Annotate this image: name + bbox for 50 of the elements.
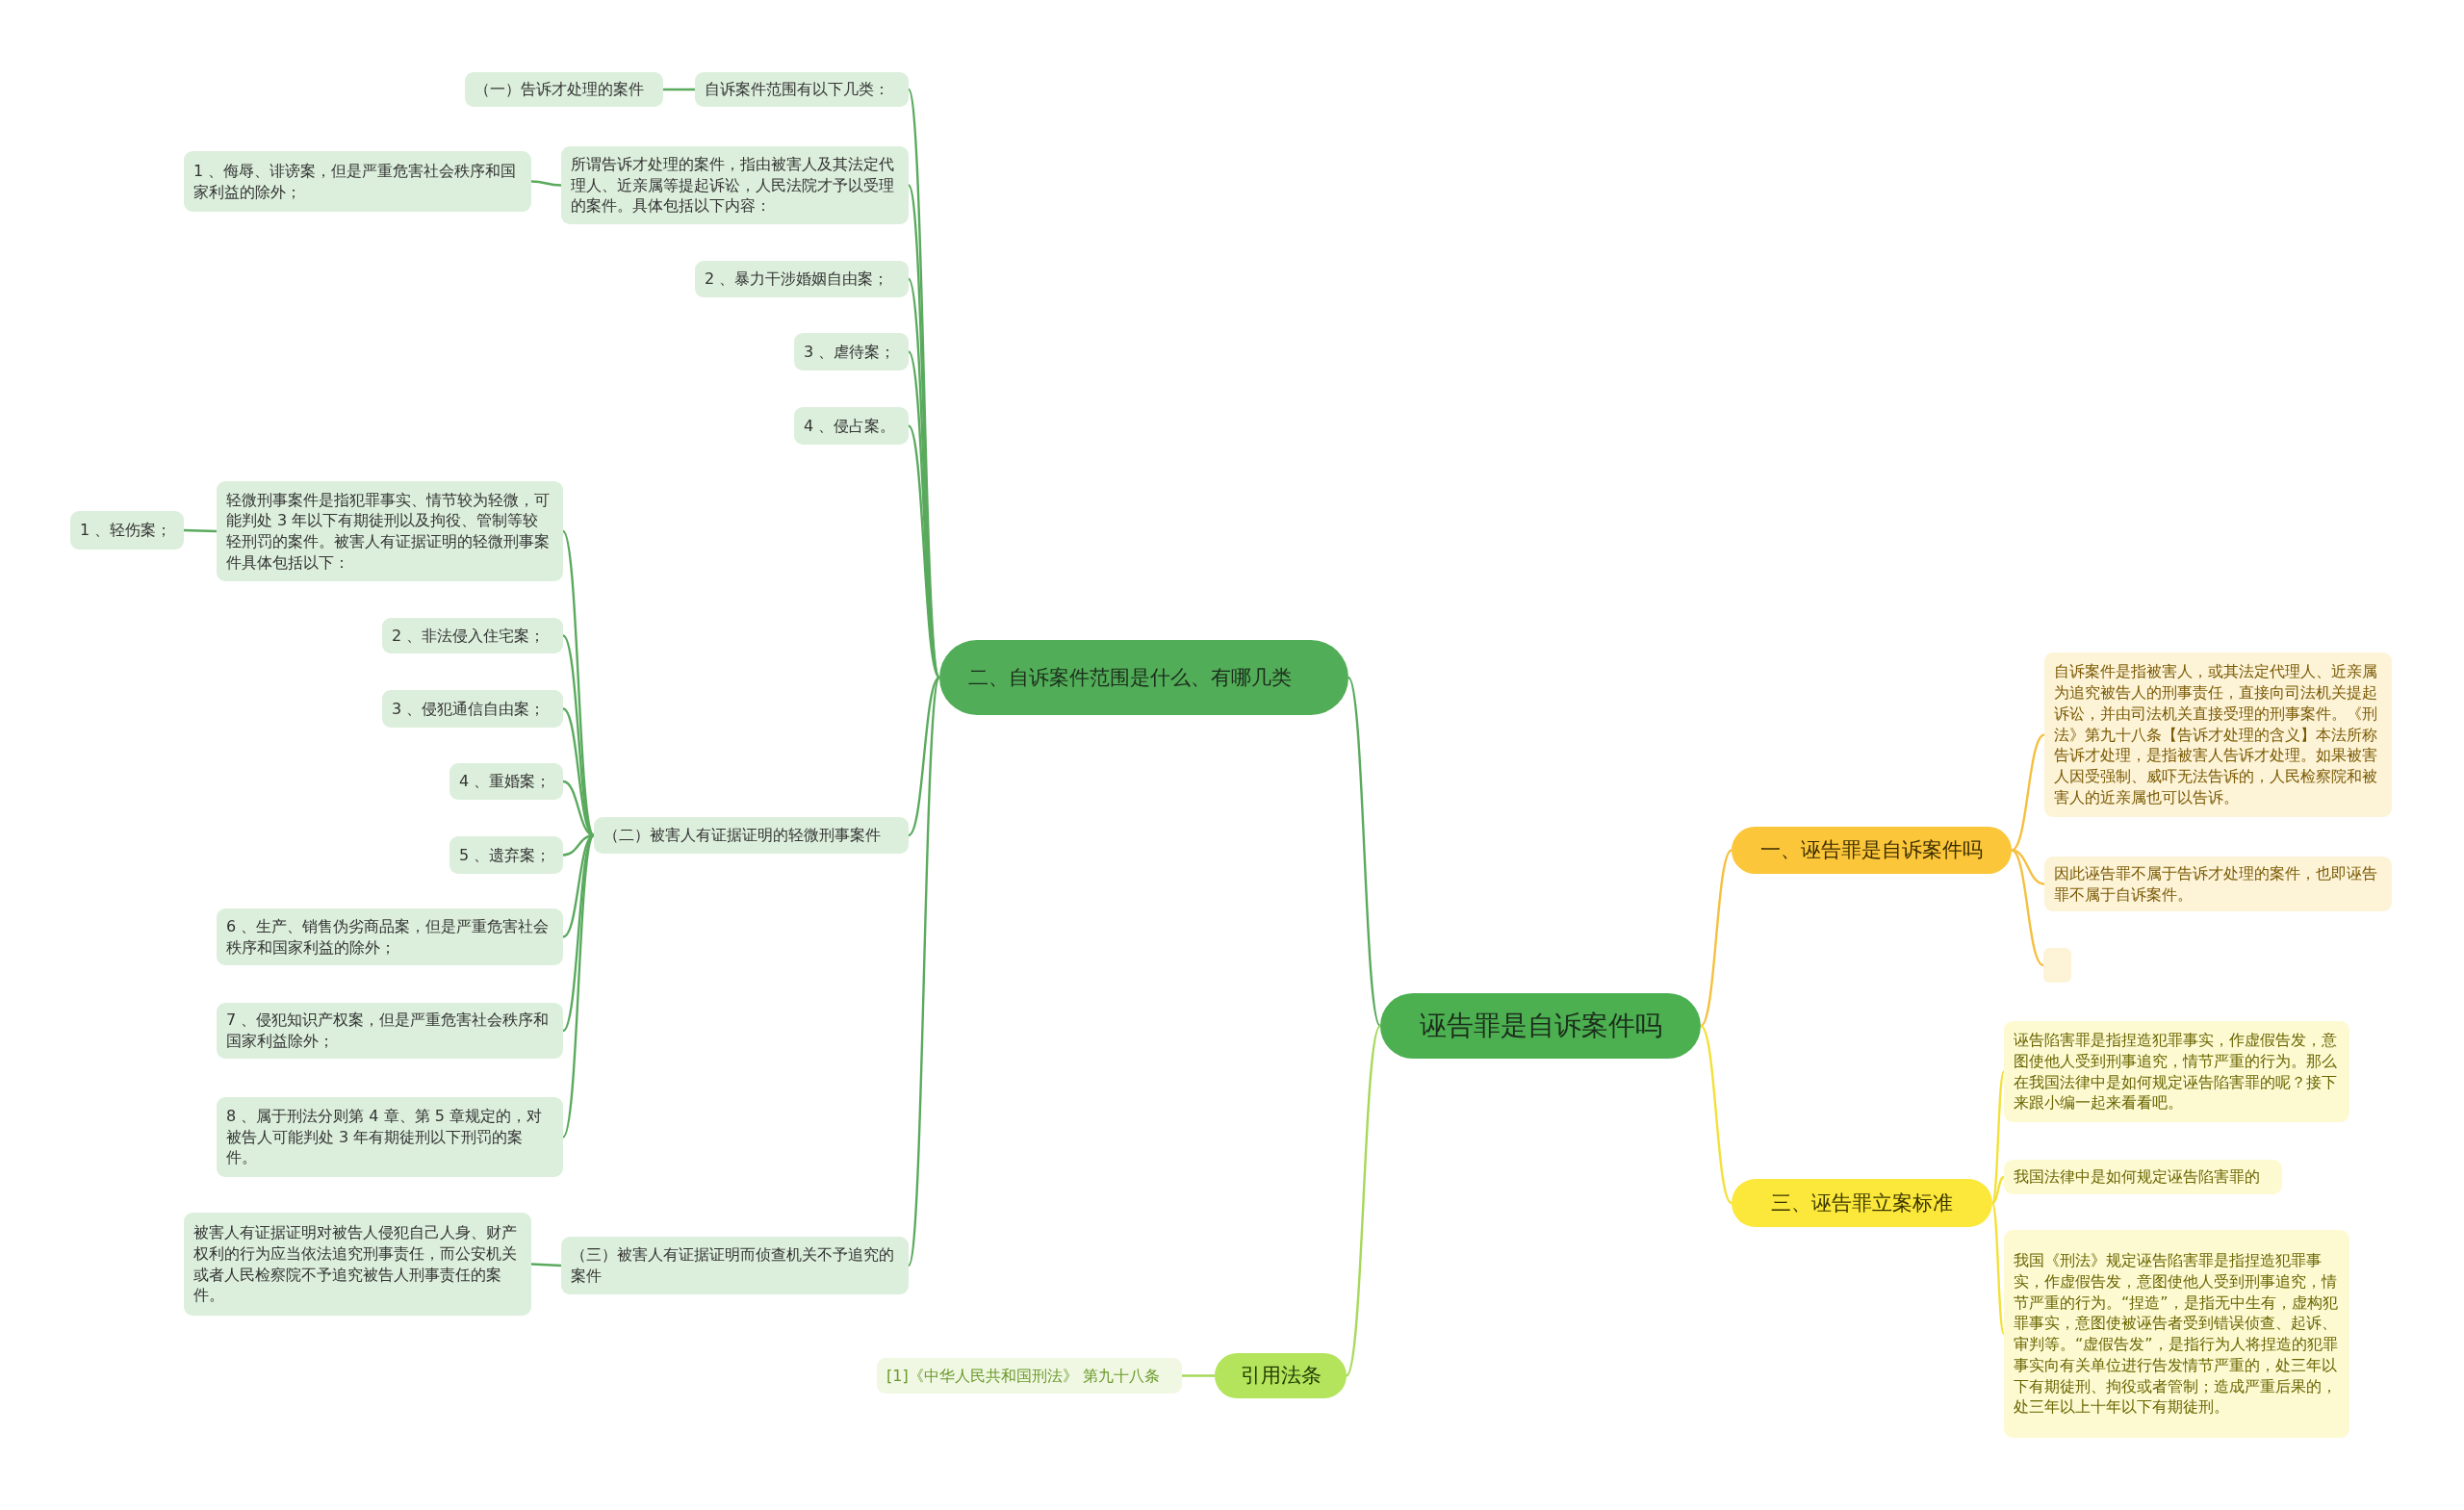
- note-box: 我国法律中是如何规定诬告陷害罪的: [2004, 1160, 2282, 1194]
- connector-line: [1991, 1176, 2005, 1204]
- note-box: 诬告陷害罪是指捏造犯罪事实，作虚假告发，意图使他人受到刑事追究，情节严重的行为。那么在我国法律中是如何规定诬告陷害罪的呢？接下来跟小编一起来看看吧。: [2004, 1021, 2349, 1122]
- connector-line: [1700, 1025, 1732, 1204]
- subtopic-box: 5 、遗弃案；: [449, 836, 563, 874]
- connector-line: [1182, 1374, 1215, 1377]
- subtopic-box: 3 、虐待案；: [794, 333, 909, 371]
- subtopic-box: 所谓告诉才处理的案件，指由被害人及其法定代理人、近亲属等提起诉讼，人民法院才予以受理的案件。具体包括以下内容：: [561, 146, 909, 224]
- main-topic: 一、诬告罪是自诉案件吗: [1732, 827, 2012, 874]
- subtopic-box: 2 、暴力干涉婚姻自由案；: [695, 261, 909, 297]
- central-topic: 诬告罪是自诉案件吗: [1380, 993, 1701, 1059]
- connector-line: [1700, 849, 1732, 1027]
- subtopic-box: 轻微刑事案件是指犯罪事实、情节较为轻微，可能判处 3 年以下有期徒刑以及拘役、管制等较轻刑罚的案件。被害人有证据证明的轻微刑事案件具体包括以下：: [217, 481, 563, 581]
- note-box: 因此诬告罪不属于告诉才处理的案件，也即诬告罪不属于自诉案件。: [2044, 857, 2392, 911]
- connector-line: [2011, 849, 2044, 966]
- connector-line: [1347, 677, 1382, 1027]
- subtopic-box: 1 、轻伤案；: [70, 511, 184, 550]
- connector-line: [183, 528, 218, 533]
- subtopic-box: （一）告诉才处理的案件: [465, 72, 663, 107]
- connector-line: [907, 677, 941, 1267]
- connector-line: [1345, 1025, 1382, 1377]
- connector-line: [1990, 1202, 2006, 1335]
- main-topic: 二、自诉案件范围是什么、有哪几类: [939, 640, 1348, 715]
- connector-line: [561, 530, 596, 836]
- subtopic-box: 7 、侵犯知识产权案，但是严重危害社会秩序和国家利益除外；: [217, 1003, 563, 1059]
- note-box: 自诉案件是指被害人，或其法定代理人、近亲属为追究被告人的刑事责任，直接向司法机关提起诉讼，并由司法机关直接受理的刑事案件。《刑法》第九十八条【告诉才处理的含义】本法所称告诉才处理，是指被害人告诉才处理。如果被害人因受强制、威吓无法告诉的，人民检察院和被害人的近亲属也可以告诉。: [2044, 653, 2392, 817]
- subtopic-box: 2 、非法侵入住宅案；: [382, 618, 563, 653]
- subtopic-box: 8 、属于刑法分则第 4 章、第 5 章规定的，对被告人可能判处 3 年有期徒刑以下刑罚的案件。: [217, 1097, 563, 1177]
- reference-box: [1]《中华人民共和国刑法》 第九十八条: [877, 1358, 1182, 1394]
- subtopic-box: 4 、侵占案。: [794, 407, 909, 445]
- main-topic: 三、诬告罪立案标准: [1732, 1179, 1992, 1227]
- connector-line: [2011, 733, 2045, 852]
- subtopic-box: 1 、侮辱、诽谤案，但是严重危害社会秩序和国家利益的除外；: [184, 151, 531, 212]
- main-topic: 引用法条: [1215, 1353, 1347, 1398]
- connector-line: [908, 677, 940, 836]
- connector-line: [663, 88, 695, 91]
- connector-line: [530, 180, 562, 187]
- note-box: 我国《刑法》规定诬告陷害罪是指捏造犯罪事实，作虚假告发，意图使他人受到刑事追究，情节严重的行为。“捏造”，是指无中生有，虚构犯罪事实，意图使被诬告者受到错误侦查、起诉、审判等。“虚假告发”，是指行为人将捏造的犯罪事实向有关单位进行告发情节严重的，处三年以下有期徒刑、拘役或者管制；造成严重后果的，处三年以上十年以下有期徒刑。: [2004, 1230, 2349, 1438]
- subtopic-box: 被害人有证据证明对被告人侵犯自己人身、财产权利的行为应当依法追究刑事责任，而公安机关或者人民检察院不予追究被告人刑事责任的案件。: [184, 1213, 531, 1316]
- subtopic-box: 6 、生产、销售伪劣商品案，但是严重危害社会秩序和国家利益的除外；: [217, 909, 563, 965]
- subtopic-box: （二）被害人有证据证明的轻微刑事案件: [594, 817, 909, 854]
- connector-line: [562, 834, 595, 1032]
- subtopic-box: （三）被害人有证据证明而侦查机关不予追究的案件: [561, 1237, 909, 1294]
- connector-line: [530, 1263, 562, 1267]
- subtopic-box: 3 、侵犯通信自由案；: [382, 690, 563, 728]
- subtopic-box: 自诉案件范围有以下几类：: [695, 72, 909, 107]
- empty-box: [2043, 948, 2071, 983]
- connector-line: [908, 424, 940, 678]
- subtopic-box: 4 、重婚案；: [449, 763, 563, 800]
- connector-line: [561, 834, 596, 1139]
